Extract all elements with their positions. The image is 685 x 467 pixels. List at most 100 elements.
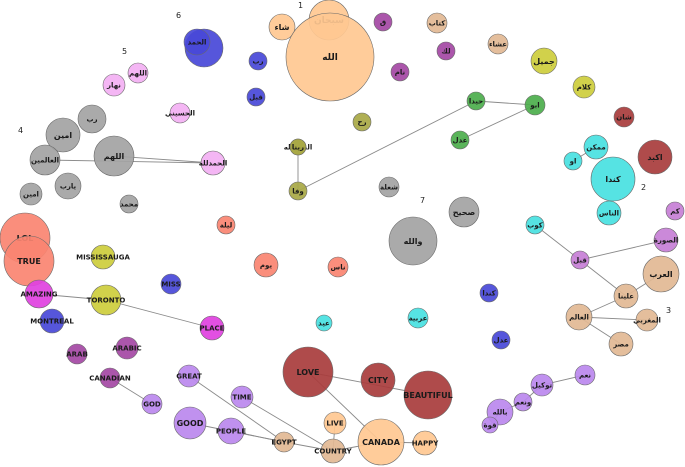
- node-circle-70: [479, 283, 499, 303]
- node-44: يوم: [253, 252, 279, 278]
- node-label-70: كندا: [482, 289, 496, 297]
- node-circle-55: [177, 364, 201, 388]
- node-label-43: ليلة: [220, 221, 233, 229]
- node-37: امين: [19, 182, 43, 206]
- node-label-29: شان: [616, 113, 632, 121]
- node-label-51: MONTREAL: [30, 317, 74, 325]
- node-circle-83: [513, 392, 533, 412]
- node-23: ربنا: [289, 138, 307, 156]
- node-label-55: GREAT: [176, 372, 202, 380]
- node-21: العالمين: [29, 144, 61, 176]
- node-label-56: GOD: [143, 400, 161, 408]
- node-31: ممكن: [583, 134, 609, 160]
- node-label-1: شاء: [275, 23, 290, 32]
- node-circle-27: [524, 94, 546, 116]
- node-12: نهار: [102, 73, 126, 97]
- node-circle-28: [450, 130, 470, 150]
- node-circle-74: [653, 227, 679, 253]
- node-54: CANADIAN: [89, 367, 131, 389]
- node-label-80: مصر: [612, 340, 629, 348]
- node-29: شان: [613, 106, 635, 128]
- edge-20: [579, 239, 667, 261]
- node-circle-1: [268, 13, 296, 41]
- node-circle-19: [45, 117, 81, 153]
- node-circle-10: [572, 75, 596, 99]
- group-label-3: 3: [666, 306, 671, 315]
- node-71: عدل: [491, 330, 511, 350]
- node-label-73: كم: [670, 207, 680, 215]
- node-55: GREAT: [176, 364, 202, 388]
- node-50: MISS: [160, 273, 182, 295]
- node-circle-49: [199, 315, 225, 341]
- node-label-81: نعم: [579, 371, 591, 379]
- node-30: اكبد: [637, 139, 673, 175]
- node-53: ARABIC: [112, 336, 142, 360]
- node-circle-46: [90, 244, 116, 270]
- node-label-24: رح: [357, 118, 366, 126]
- node-60: EGYPT: [271, 431, 297, 453]
- group-label-4: 4: [18, 126, 23, 135]
- node-label-71: عدل: [494, 336, 509, 344]
- node-circle-30: [637, 139, 673, 175]
- node-11: اللهم: [127, 62, 149, 84]
- node-16: الحسيني: [165, 102, 195, 124]
- node-circle-18: [77, 104, 107, 134]
- node-72: كوب: [525, 215, 545, 235]
- node-label-9: جميل: [533, 57, 555, 66]
- node-label-57: GOOD: [177, 419, 204, 428]
- node-14: نام: [390, 62, 410, 82]
- node-label-31: ممكن: [586, 143, 605, 151]
- node-circle-31: [583, 134, 609, 160]
- node-label-64: BEAUTIFUL: [403, 391, 453, 400]
- node-label-60: EGYPT: [271, 438, 297, 446]
- node-label-32: او: [569, 157, 577, 165]
- node-5: ق: [373, 12, 393, 32]
- node-circle-13: [248, 51, 268, 71]
- node-circle-44: [253, 252, 279, 278]
- node-10: كلام: [572, 75, 596, 99]
- node-circle-57: [173, 406, 207, 440]
- node-label-63: CITY: [368, 376, 388, 385]
- node-56: GOD: [141, 393, 163, 415]
- node-85: قوة: [481, 416, 499, 434]
- node-label-65: LIVE: [326, 419, 343, 427]
- node-circle-23: [289, 138, 307, 156]
- node-label-46: MISSISSAUGA: [76, 253, 130, 261]
- node-74: الصورة: [653, 227, 679, 253]
- node-label-62: LOVE: [296, 368, 319, 377]
- node-39: صحيح: [448, 196, 480, 228]
- node-24: رح: [352, 112, 372, 132]
- node-75: قبل: [570, 250, 590, 270]
- node-label-34: الناس: [599, 209, 619, 217]
- node-label-79: المغربي: [633, 316, 661, 324]
- node-circle-26: [466, 91, 486, 111]
- node-label-45: ناس: [331, 263, 346, 271]
- node-label-75: قبل: [573, 256, 587, 264]
- node-circle-50: [160, 273, 182, 295]
- node-circle-81: [574, 364, 596, 386]
- node-8: لك: [436, 41, 456, 61]
- node-label-58: PEOPLE: [216, 427, 246, 435]
- edge-26: [534, 224, 581, 261]
- node-83: ونعم: [513, 392, 533, 412]
- node-circle-15: [200, 150, 226, 176]
- node-label-13: رب: [252, 57, 263, 65]
- node-circle-53: [115, 336, 139, 360]
- node-32: او: [563, 151, 583, 171]
- node-label-66: CANADA: [362, 438, 401, 447]
- node-7: عشاء: [487, 33, 509, 55]
- node-66: CANADA: [357, 418, 405, 466]
- node-label-15: الحمدلله: [199, 159, 228, 167]
- node-33: كندا: [590, 156, 636, 202]
- node-38: شعلة: [378, 176, 400, 198]
- node-circle-77: [613, 283, 639, 309]
- node-circle-54: [99, 367, 121, 389]
- node-label-48: AMAZING: [20, 290, 57, 298]
- node-circle-63: [360, 362, 396, 398]
- node-17: قبل: [246, 87, 266, 107]
- node-label-76: العرب: [649, 270, 673, 279]
- node-circle-24: [352, 112, 372, 132]
- group-label-7: 7: [420, 196, 425, 205]
- node-65: LIVE: [323, 411, 347, 435]
